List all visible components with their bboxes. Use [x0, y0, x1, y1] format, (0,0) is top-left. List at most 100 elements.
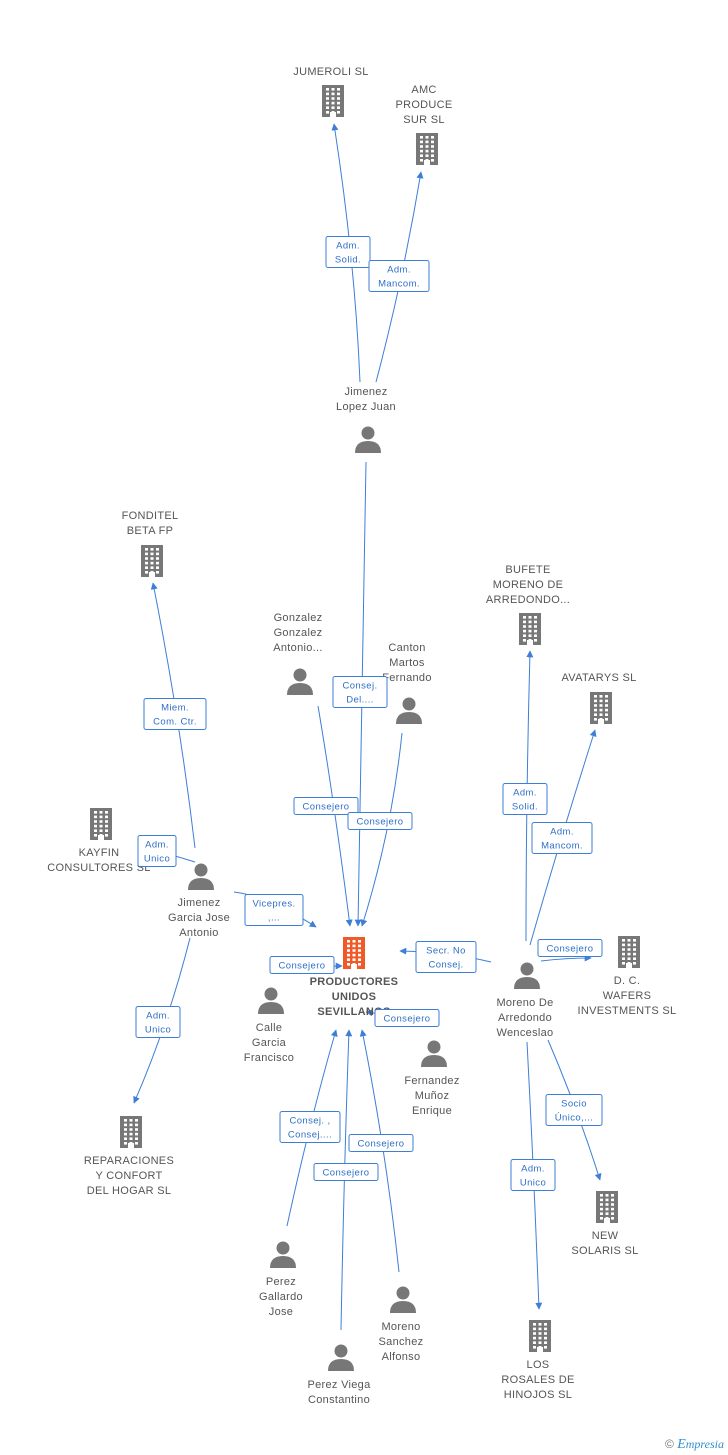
edge-label-moreno_arredondo-to-new_solaris[interactable]: SocioÚnico,...	[545, 1094, 603, 1126]
node-avatarys[interactable]: AVATARYS SL	[561, 672, 636, 724]
node-label: JUMEROLI SL	[293, 66, 368, 78]
edge-label-canton-to-productores[interactable]: Consejero	[347, 812, 413, 830]
edge-label-perez_viega-to-productores[interactable]: Consejero	[313, 1163, 379, 1181]
edge-label-text: Solid.	[512, 802, 538, 813]
node-label: SUR SL	[403, 114, 445, 126]
edge-label-text: Miem.	[161, 703, 189, 714]
edge-label-box	[325, 236, 371, 268]
node-label: Antonio	[179, 927, 218, 939]
edge-label-text: Unico	[144, 854, 170, 865]
building-icon	[416, 133, 438, 165]
edge-label-box	[135, 1006, 181, 1038]
node-label: Moreno De	[496, 997, 553, 1009]
edge-label-moreno_arredondo-to-avatarys[interactable]: Adm.Mancom.	[531, 822, 593, 854]
node-label: Alfonso	[382, 1351, 421, 1363]
node-label: Jimenez	[177, 897, 220, 909]
node-label: REPARACIONES	[84, 1155, 174, 1167]
brand-initial: E	[677, 1437, 686, 1452]
node-jumeroli[interactable]: JUMEROLI SL	[293, 66, 368, 117]
building-icon	[90, 808, 112, 840]
building-icon	[618, 936, 640, 968]
edge-labels-layer: Adm. Solid. Adm.Mancom. Consej.Del.... Miem.…	[135, 236, 603, 1191]
edge-label-perez_gallardo-to-productores[interactable]: Consej. ,Consej....	[279, 1111, 341, 1143]
edge-label-box	[347, 812, 413, 830]
edge-label-text: Adm.	[336, 241, 360, 252]
node-label: MORENO DE	[493, 579, 564, 591]
edge-label-box	[279, 1111, 341, 1143]
node-label: Perez	[266, 1276, 296, 1288]
edge-label-fernandez-to-productores[interactable]: Consejero	[374, 1009, 440, 1027]
edge-label-text: Unico	[520, 1178, 546, 1189]
edge-label-box	[374, 1009, 440, 1027]
edge-label-text: Adm.	[513, 788, 537, 799]
edge-label-box	[269, 956, 335, 974]
edge-label-text: Consej.	[428, 960, 463, 971]
edge-label-moreno_arredondo-to-bufete[interactable]: Adm. Solid.	[502, 783, 548, 815]
node-label: Wenceslao	[497, 1027, 554, 1039]
node-label: Enrique	[412, 1105, 452, 1117]
building-icon	[120, 1116, 142, 1148]
edge-label-text: Consejero	[358, 1139, 405, 1150]
edge-label-box	[137, 835, 177, 867]
edge-label-text: Consejero	[279, 961, 326, 972]
node-label: Jose	[269, 1306, 293, 1318]
node-label: Martos	[389, 657, 425, 669]
edge-label-jimenez_garcia-to-kayfin[interactable]: Adm. Unico	[137, 835, 177, 867]
edge-label-moreno_arredondo-to-los_rosales[interactable]: Adm.Unico	[510, 1159, 556, 1191]
person-icon	[421, 1040, 447, 1067]
edge-label-text: Consej.	[342, 681, 377, 692]
edge-label-jimenez_garcia-to-reparaciones[interactable]: Adm.Unico	[135, 1006, 181, 1038]
node-label: SEVILLANOS	[317, 1006, 390, 1018]
node-label: UNIDOS	[332, 991, 377, 1003]
edge-label-text: Adm.	[145, 840, 169, 851]
node-label: Lopez Juan	[336, 401, 396, 413]
node-label: Moreno	[381, 1321, 420, 1333]
edge-label-text: Socio	[561, 1099, 587, 1110]
node-label: Garcia	[252, 1037, 287, 1049]
person-icon	[287, 668, 313, 695]
edge-label-moreno_sanchez-to-productores[interactable]: Consejero	[348, 1134, 414, 1152]
edge-gonzalez-to-productores	[317, 705, 353, 927]
edge-label-text: Único,...	[555, 1113, 593, 1124]
node-label: Jimenez	[344, 386, 387, 398]
node-label: Gonzalez	[274, 612, 323, 624]
building-icon	[590, 692, 612, 724]
edge-label-calle-to-productores[interactable]: Consejero	[269, 956, 335, 974]
edge-label-text: Vicepres.	[252, 899, 295, 910]
edge-label-text: Consej. ,	[289, 1116, 330, 1127]
building-icon	[343, 937, 365, 969]
edge-label-jimenez_garcia-to-productores[interactable]: Vicepres.,...	[244, 894, 304, 926]
node-gonzalez[interactable]: GonzalezGonzalezAntonio...	[273, 612, 322, 695]
node-label: Fernandez	[404, 1075, 459, 1087]
person-icon	[258, 987, 284, 1014]
edge-label-jimenez_lopez-to-amc[interactable]: Adm.Mancom.	[368, 260, 430, 292]
edge-label-jimenez_garcia-to-fonditel[interactable]: Miem.Com. Ctr.	[143, 698, 207, 730]
node-label: INVESTMENTS SL	[578, 1005, 677, 1017]
edge-label-jimenez_lopez-to-jumeroli[interactable]: Adm.Solid.	[325, 236, 371, 268]
node-label: HINOJOS SL	[504, 1389, 572, 1401]
edge-label-moreno_arredondo-to-dc_wafers[interactable]: Consejero	[537, 939, 603, 957]
edge-label-gonzalez-to-productores[interactable]: Consejero	[293, 797, 359, 815]
edge-label-jimenez_lopez-to-productores[interactable]: Consej.Del....	[332, 676, 388, 708]
